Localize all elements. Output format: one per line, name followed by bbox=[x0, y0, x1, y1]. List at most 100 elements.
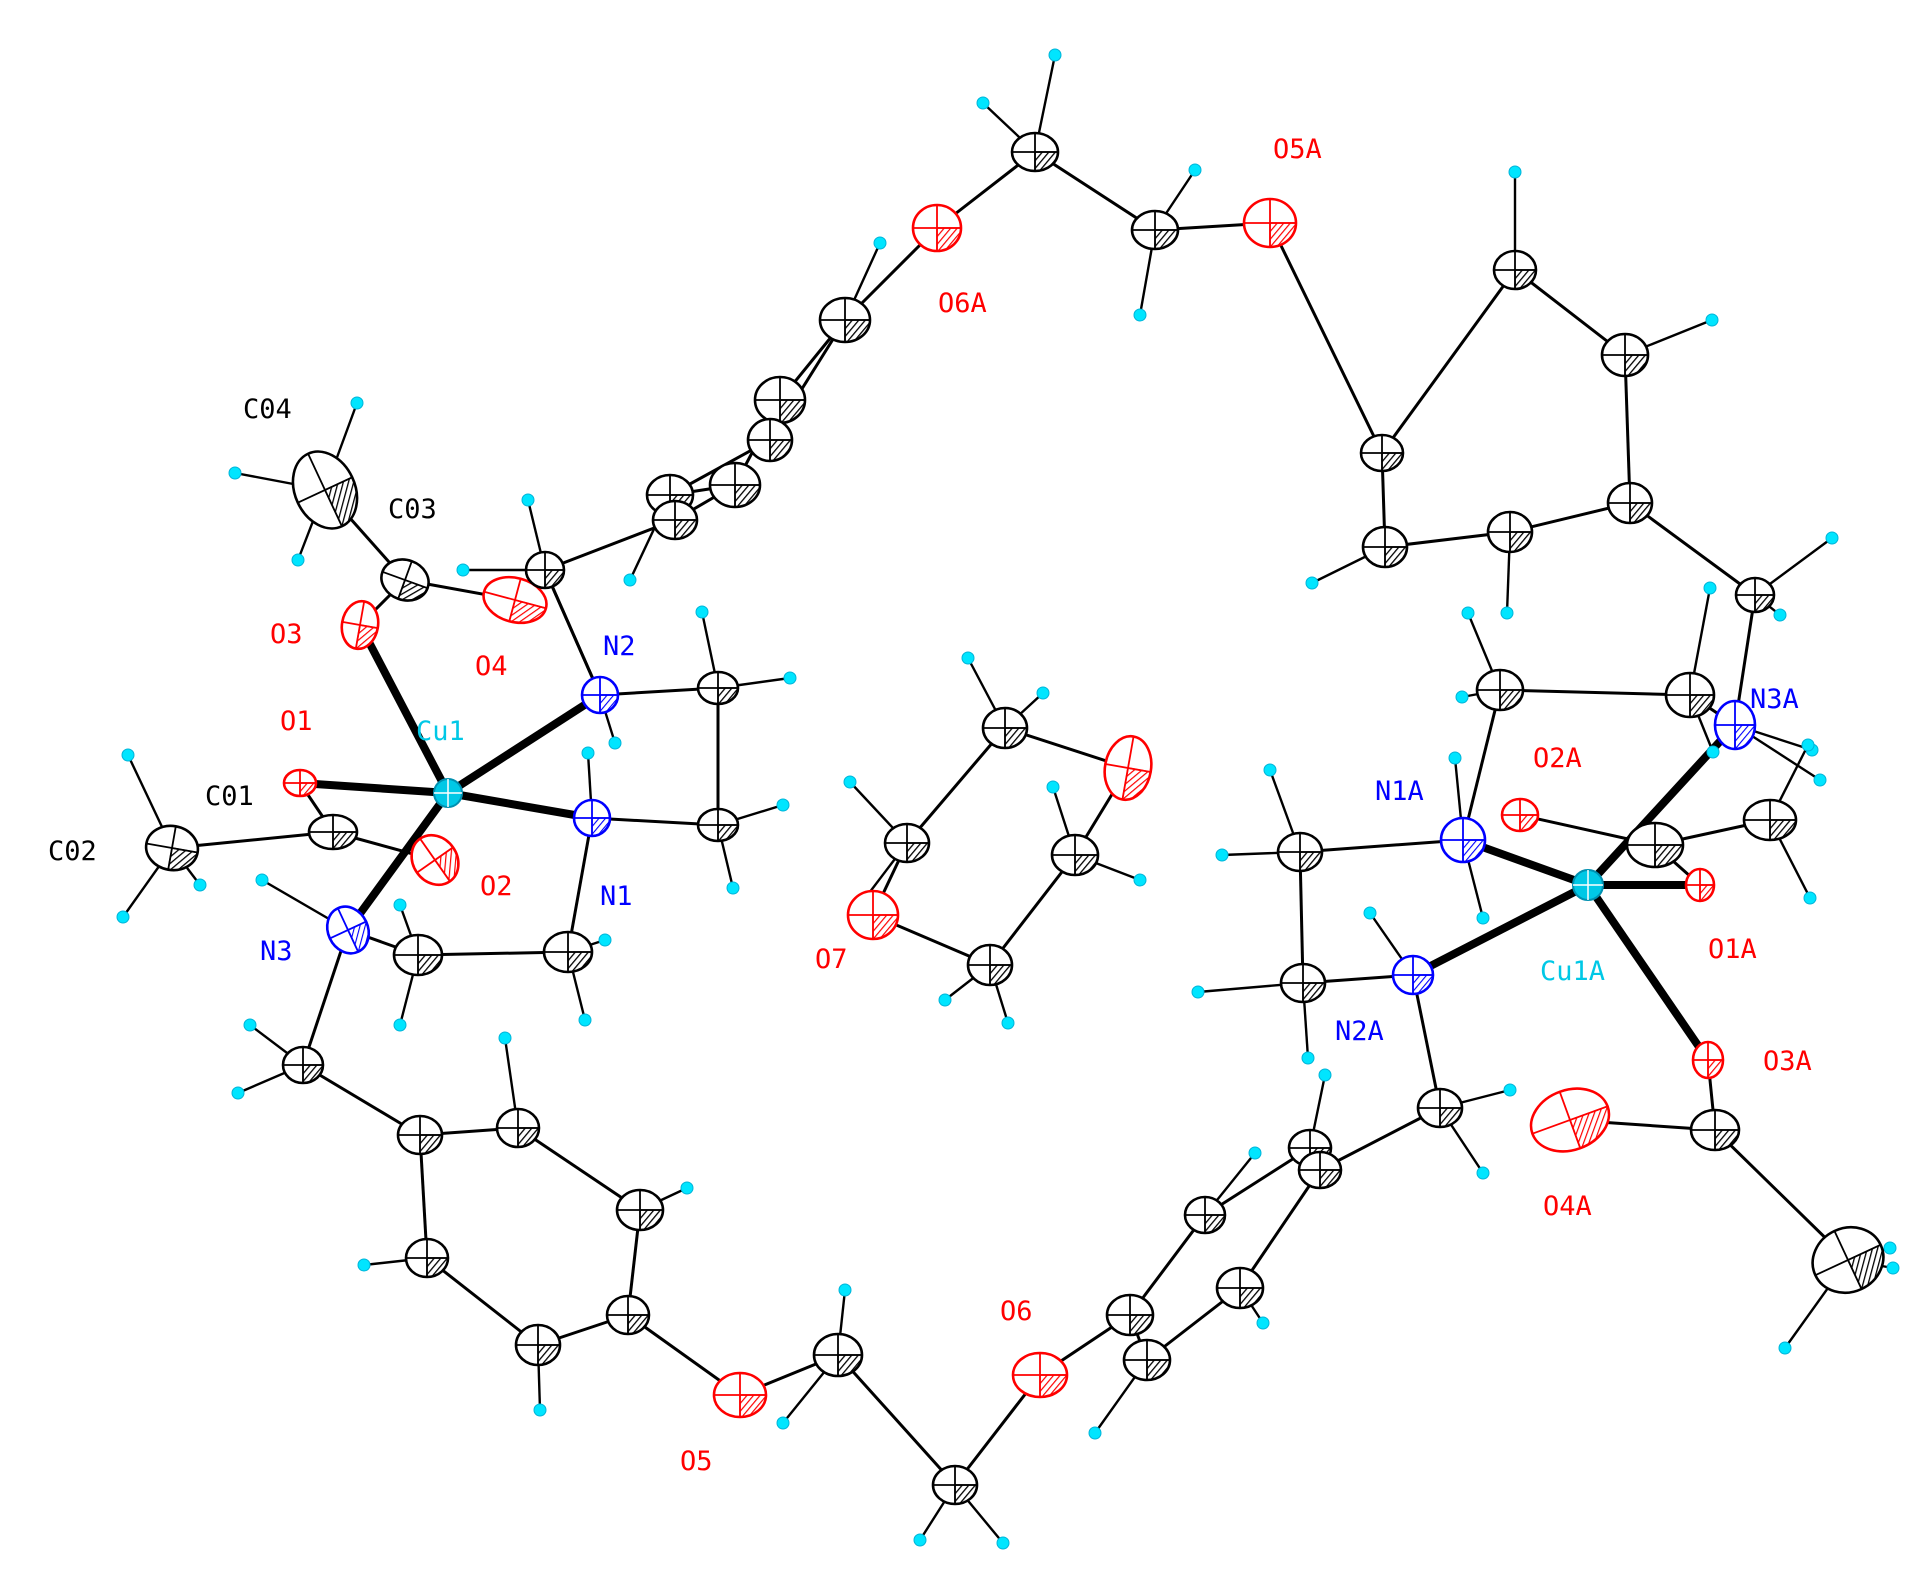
hydrogen-atom bbox=[350, 396, 364, 410]
hydrogen-atom bbox=[726, 881, 740, 895]
atom-Dp3 bbox=[746, 417, 794, 463]
atom-Ce2A bbox=[1475, 668, 1525, 712]
atom-O1 bbox=[282, 768, 318, 798]
hydrogen-atom bbox=[1133, 308, 1147, 322]
atom-Dp6 bbox=[651, 499, 699, 541]
label-N2A: N2A bbox=[1335, 1016, 1384, 1047]
atom-Cb1 bbox=[281, 1045, 325, 1085]
atom-Ce1A bbox=[1664, 671, 1716, 719]
atom-Od2 bbox=[846, 889, 900, 941]
atom-Ce1 bbox=[696, 670, 740, 706]
bond-Bo5-Bo4 bbox=[1238, 1169, 1322, 1289]
hydrogen-atom bbox=[695, 605, 709, 619]
atom-O4 bbox=[482, 575, 548, 625]
atom-Cbz2 bbox=[1416, 1087, 1464, 1129]
hydrogen-atom bbox=[1263, 763, 1277, 777]
bond-Cg1-Cg2 bbox=[836, 1353, 957, 1487]
atom-Bo6 bbox=[1122, 1338, 1172, 1382]
bond-T2-O5A bbox=[1268, 222, 1384, 454]
hydrogen-atom bbox=[1500, 606, 1514, 620]
hydrogen-atom bbox=[1813, 773, 1827, 787]
label-N3: N3 bbox=[260, 936, 293, 967]
label-Cu1: Cu1 bbox=[416, 716, 465, 747]
atom-Cd2 bbox=[981, 706, 1029, 750]
hydrogen-atom bbox=[1886, 1261, 1900, 1275]
hydrogen-atom bbox=[1318, 1068, 1332, 1082]
bond-R2-R3 bbox=[517, 1126, 641, 1212]
atom-Bo2 bbox=[1183, 1195, 1227, 1235]
hydrogen-atom bbox=[1036, 686, 1050, 700]
hydrogen-atom bbox=[1363, 906, 1377, 920]
label-N2: N2 bbox=[603, 631, 636, 662]
hydrogen-atom bbox=[1461, 606, 1475, 620]
hydrogen-atom bbox=[1825, 531, 1839, 545]
label-O5A: O5A bbox=[1273, 134, 1322, 165]
hydrogen-atom bbox=[393, 1018, 407, 1032]
hydrogen-atom bbox=[231, 1086, 245, 1100]
atom-Cmet1 bbox=[524, 550, 566, 590]
bond-R5-R6 bbox=[426, 1256, 539, 1347]
atom-Cg1 bbox=[812, 1332, 864, 1378]
label-O2: O2 bbox=[480, 871, 513, 902]
atom-Cd1 bbox=[883, 822, 931, 864]
cu-bond-Cu1-O1 bbox=[299, 779, 449, 797]
hydrogen-atom bbox=[1046, 780, 1060, 794]
atom-O1A bbox=[1684, 867, 1716, 903]
hydrogen-atom bbox=[976, 96, 990, 110]
hydrogen-atom bbox=[498, 1031, 512, 1045]
hydrogen-atom bbox=[961, 651, 975, 665]
bond-layer bbox=[171, 150, 1850, 1487]
hydrogen-atom bbox=[228, 466, 242, 480]
atom-N2A bbox=[1391, 954, 1435, 996]
bond-Cd0a-Cd0b bbox=[1298, 851, 1305, 984]
hydrogen-atom bbox=[623, 573, 637, 587]
atom-R4 bbox=[605, 1294, 651, 1336]
hydrogen-atom bbox=[116, 910, 130, 924]
atom-Dp2 bbox=[753, 375, 807, 425]
hydrogen-atom bbox=[1305, 576, 1319, 590]
atom-Cm3 bbox=[1742, 798, 1798, 842]
bond-Cd1-Cd2 bbox=[905, 727, 1007, 844]
atom-N2 bbox=[580, 675, 620, 715]
atom-Cg2 bbox=[931, 1464, 979, 1506]
atom-O5A bbox=[1242, 197, 1298, 249]
atom-Cn1 bbox=[542, 930, 594, 974]
atom-Cn3 bbox=[392, 933, 444, 977]
label-C02: C02 bbox=[48, 836, 97, 867]
hydrogen-atom bbox=[1503, 1083, 1517, 1097]
label-O6A: O6A bbox=[938, 288, 987, 319]
cu-bond-Cu1-N2 bbox=[445, 691, 603, 797]
hydrogen-atom bbox=[1883, 1241, 1897, 1255]
hydrogen-atom bbox=[843, 775, 857, 789]
atom-O2 bbox=[410, 833, 460, 887]
hydrogen-atom bbox=[598, 933, 612, 947]
bond-Ce2A-Ce1A bbox=[1499, 688, 1691, 697]
atom-Dp1 bbox=[818, 296, 872, 344]
label-O4A: O4A bbox=[1543, 1191, 1592, 1222]
hydrogen-atom bbox=[1188, 163, 1202, 177]
bond-Cmet1-N2 bbox=[543, 569, 602, 696]
hydrogen-atom bbox=[1801, 738, 1815, 752]
hydrogen-atom bbox=[1508, 165, 1522, 179]
hydrogen-atom bbox=[1248, 1146, 1262, 1160]
bond-Cd3-Cd4 bbox=[988, 854, 1077, 966]
hydrogen-atom bbox=[1133, 873, 1147, 887]
label-C03: C03 bbox=[388, 494, 437, 525]
hydrogen-atom bbox=[776, 1416, 790, 1430]
bond-T6-T2 bbox=[1380, 269, 1517, 454]
hydrogen-atom bbox=[1301, 1051, 1315, 1065]
atom-T1 bbox=[1606, 481, 1654, 525]
label-O4: O4 bbox=[475, 651, 508, 682]
hydrogen-atom bbox=[996, 1536, 1010, 1550]
atom-Cd0b bbox=[1279, 962, 1327, 1004]
hydrogen-atom bbox=[1773, 608, 1787, 622]
atom-C01 bbox=[307, 813, 359, 851]
hydrogen-atom bbox=[913, 1533, 927, 1547]
atom-R2 bbox=[495, 1107, 541, 1149]
cu-bond-Cu1A-N2A bbox=[1411, 881, 1590, 979]
hydrogen-atom bbox=[255, 873, 269, 887]
hydrogen-atom bbox=[1448, 751, 1462, 765]
atom-CbzA bbox=[1734, 576, 1776, 614]
hydrogen-atom bbox=[456, 563, 470, 577]
